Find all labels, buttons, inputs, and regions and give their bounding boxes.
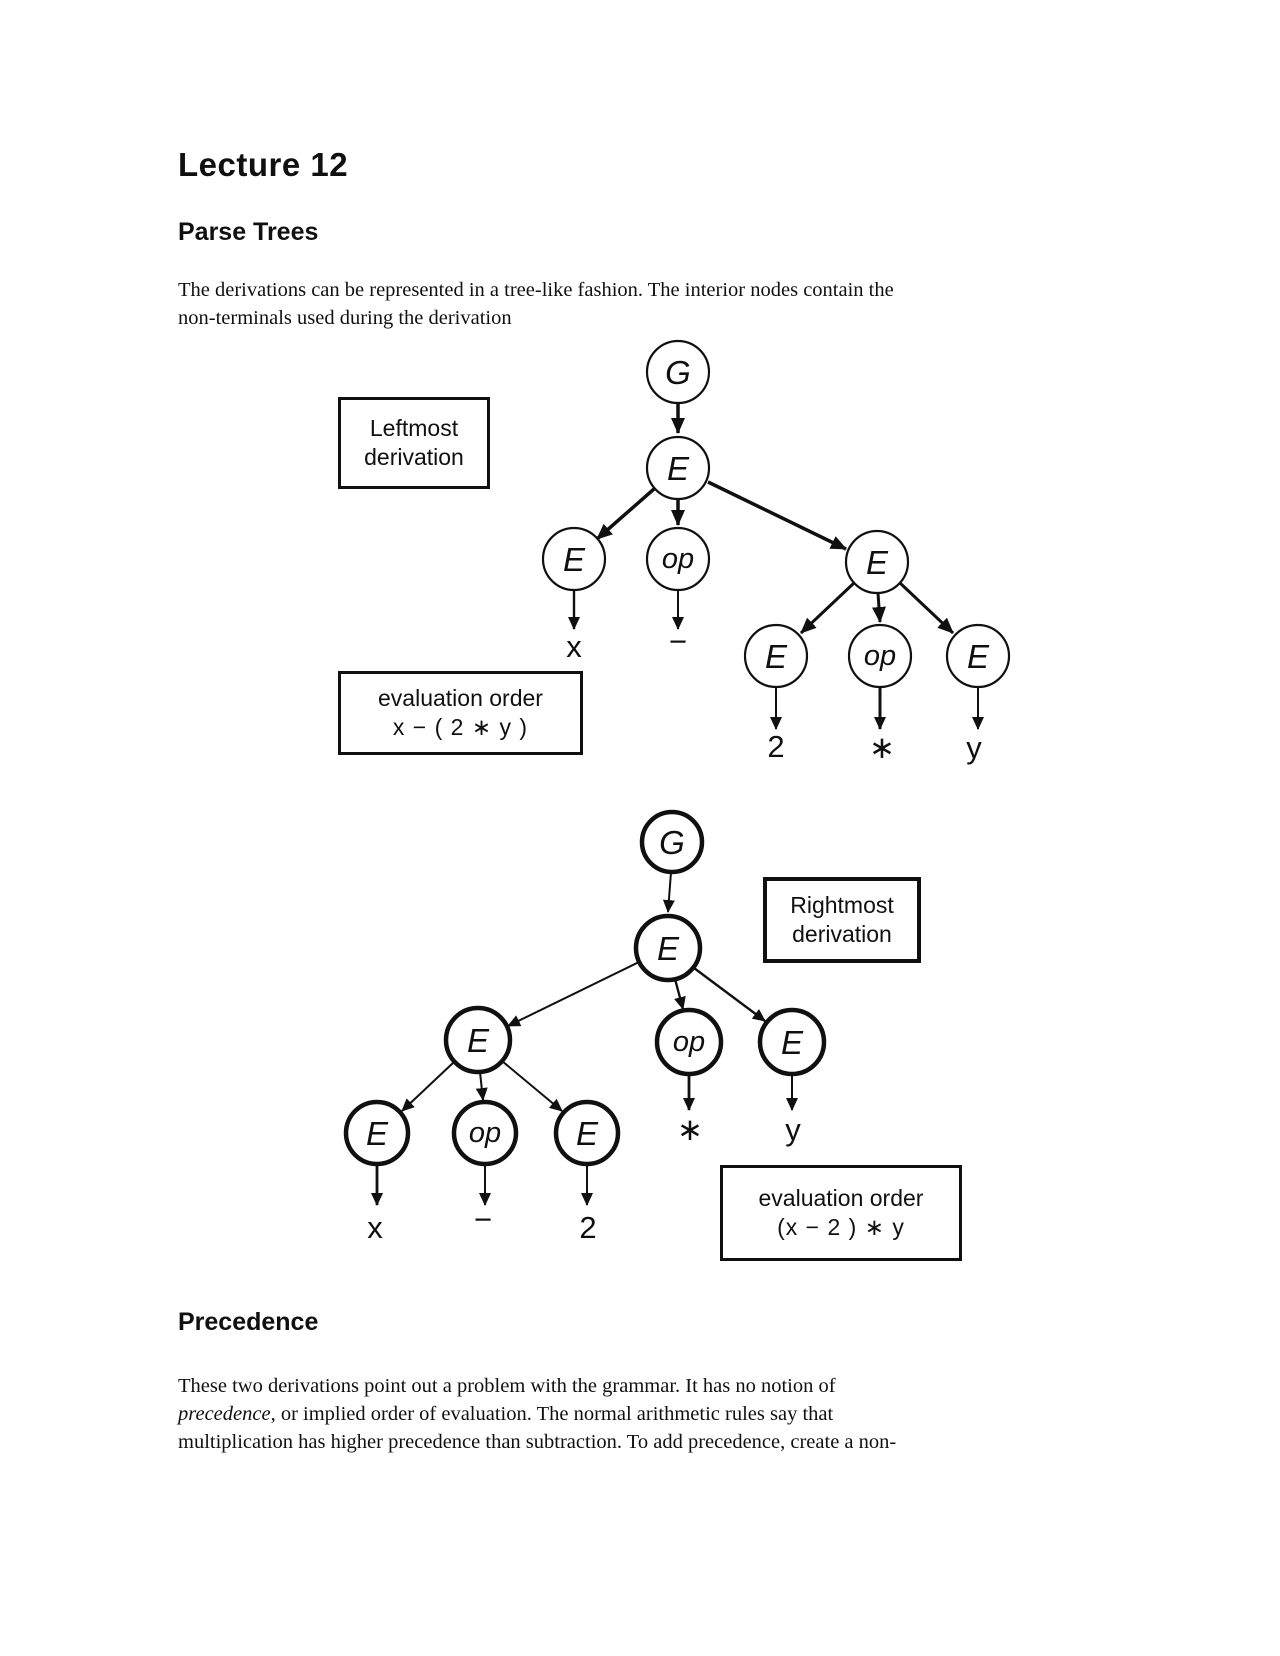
tree2-leaf-minus: − <box>474 1202 492 1237</box>
tree2-node-e-root-label: E <box>657 930 680 967</box>
tree1-leaf-two: 2 <box>767 729 784 764</box>
tree1-edge-eright-esub2 <box>898 581 955 635</box>
paragraph1-line1: The derivations can be represented in a … <box>178 279 894 301</box>
tree2-node-e-sub-right-label: E <box>576 1115 599 1152</box>
parse-tree-leftmost: G E E op E E op E x − 2 ∗ y <box>541 339 1011 765</box>
tree1-edge-eright-opsub <box>871 592 886 623</box>
parse-tree-rightmost: G E E op E E op E x − 2 ∗ y <box>343 809 827 1245</box>
tree2-edge-e-op <box>673 978 686 1010</box>
paragraph1-line2: non-terminals used during the derivation <box>178 307 512 329</box>
tree2-node-e-sub-right: E <box>553 1099 621 1167</box>
tree1-node-e-sub-right-label: E <box>967 638 990 675</box>
tree1-leaf-star: ∗ <box>869 730 895 765</box>
tree2-node-op-sub-label: op <box>469 1117 501 1149</box>
tree1-node-e-sub-left-label: E <box>765 638 788 675</box>
tree1-node-op-label: op <box>662 543 694 575</box>
tree1-node-op-sub: op <box>847 623 913 689</box>
tree2-leaf-star: ∗ <box>677 1112 703 1147</box>
tree1-edge-eright-esub1 <box>799 581 856 635</box>
tree2-leaf-x: x <box>367 1210 383 1245</box>
leftmost-derivation-box-line2: derivation <box>364 444 464 470</box>
tree1-node-e-right: E <box>844 529 910 595</box>
tree1-node-op-sub-label: op <box>864 640 896 672</box>
tree1-edge-e-eleft <box>595 487 656 541</box>
page-title: Lecture 12 <box>178 146 349 183</box>
paragraph2-line2: precedence, or implied order of evaluati… <box>178 1403 833 1426</box>
evaluation-order-box-1: evaluation order x − ( 2 ∗ y ) <box>338 671 583 755</box>
tree1-node-e-root: E <box>645 435 711 501</box>
tree1-node-e-left-label: E <box>563 541 586 578</box>
tree2-edge-eleft-esub1 <box>401 1061 455 1112</box>
tree2-edge-g-e <box>662 871 675 913</box>
rightmost-derivation-box-line2: derivation <box>792 921 892 947</box>
paragraph2-line2-rest: , or implied order of evaluation. The no… <box>270 1403 834 1425</box>
leftmost-derivation-box: Leftmost derivation <box>338 397 490 489</box>
rightmost-derivation-box-line1: Rightmost <box>790 892 894 918</box>
rightmost-derivation-box: Rightmost derivation <box>763 877 921 963</box>
tree1-node-e-sub-left: E <box>743 623 809 689</box>
leftmost-derivation-box-line1: Leftmost <box>369 415 459 441</box>
tree1-edge-e-eright <box>707 480 847 551</box>
evaluation-order-box-1-line1: evaluation order <box>378 685 543 711</box>
tree2-node-g: G <box>639 809 705 875</box>
tree2-node-e-root: E <box>633 913 703 983</box>
evaluation-order-box-1-formula: x − ( 2 ∗ y ) <box>392 714 529 740</box>
tree2-node-op: op <box>654 1007 724 1077</box>
tree1-node-e-left: E <box>541 526 607 592</box>
evaluation-order-box-2-line1: evaluation order <box>758 1185 924 1211</box>
tree2-node-op-label: op <box>673 1026 705 1058</box>
tree1-leaf-x: x <box>566 629 582 664</box>
tree1-node-e-sub-right: E <box>945 623 1011 689</box>
tree2-node-e-left: E <box>443 1005 513 1075</box>
tree1-node-op: op <box>645 526 711 592</box>
evaluation-order-box-2-formula: (x − 2 ) ∗ y <box>777 1214 905 1240</box>
tree1-node-e-right-label: E <box>866 544 889 581</box>
tree2-edge-eleft-opsub <box>475 1071 488 1101</box>
tree1-node-g: G <box>645 339 711 405</box>
tree2-node-e-sub-left-label: E <box>366 1115 389 1152</box>
evaluation-order-box-2: evaluation order (x − 2 ) ∗ y <box>720 1165 962 1261</box>
tree2-leaf-y: y <box>785 1112 801 1147</box>
section-heading-parse-trees: Parse Trees <box>178 218 319 246</box>
tree2-node-op-sub: op <box>451 1099 519 1167</box>
tree2-edge-e-eleft <box>507 961 640 1027</box>
tree1-node-e-root-label: E <box>667 450 690 487</box>
tree2-node-e-right-label: E <box>781 1024 804 1061</box>
tree1-leaf-minus: − <box>669 624 687 659</box>
tree2-edge-eleft-esub2 <box>501 1060 563 1112</box>
tree2-node-e-right: E <box>757 1007 827 1077</box>
tree1-node-g-label: G <box>665 354 691 391</box>
tree1-leaf-y: y <box>966 730 982 765</box>
tree2-edge-e-eright <box>693 967 766 1022</box>
paragraph2-line3: multiplication has higher precedence tha… <box>178 1431 897 1453</box>
paragraph2-italic-word: precedence <box>178 1403 271 1425</box>
paragraph2-line1: These two derivations point out a proble… <box>178 1375 836 1397</box>
tree2-node-g-label: G <box>659 824 685 861</box>
tree2-node-e-sub-left: E <box>343 1099 411 1167</box>
tree2-node-e-left-label: E <box>467 1022 490 1059</box>
tree2-leaf-two: 2 <box>579 1210 596 1245</box>
section-heading-precedence: Precedence <box>178 1308 319 1336</box>
